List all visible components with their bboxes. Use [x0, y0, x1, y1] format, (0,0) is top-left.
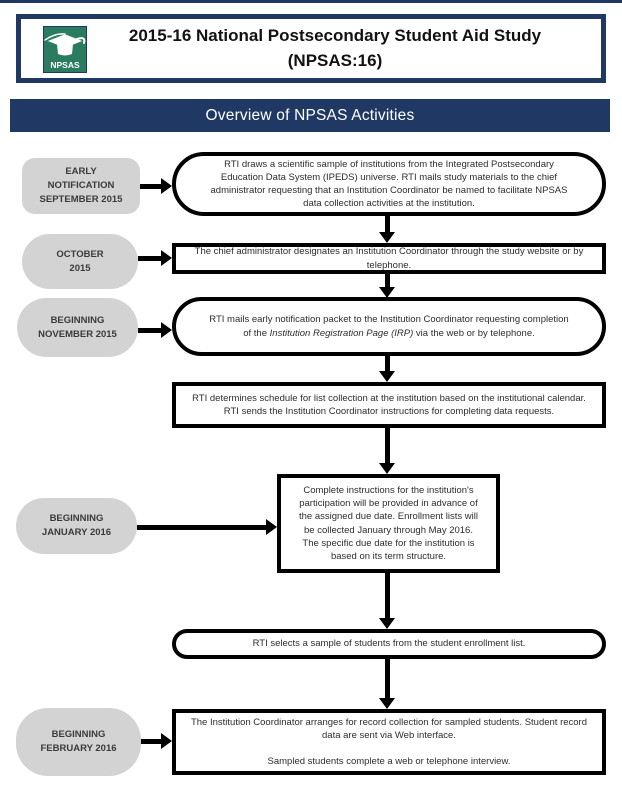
- arrow-down-2: [379, 274, 395, 298]
- step7-paragraph-gap: [191, 742, 587, 755]
- graduation-cap-icon: [44, 33, 86, 56]
- header-box: NPSAS 2015-16 National Postsecondary Stu…: [16, 14, 606, 83]
- arrow-down-6: [379, 659, 395, 709]
- arrow-down-1: [379, 216, 395, 243]
- arrow-right-7: [141, 733, 172, 749]
- step7-paragraph-1: The Institution Coordinator arranges for…: [190, 716, 588, 741]
- npsas-logo: NPSAS: [43, 26, 87, 73]
- document-title: 2015-16 National Postsecondary Student A…: [128, 25, 542, 70]
- step-box-institution-sampling: RTI draws a scientific sample of institu…: [172, 152, 606, 216]
- arrow-down-4: [379, 428, 395, 474]
- step-box-early-notification-packet: RTI mails early notification packet to t…: [172, 297, 606, 356]
- arrow-down-3: [379, 356, 395, 382]
- section-banner-title: Overview of NPSAS Activities: [205, 106, 415, 124]
- arrow-right-2: [138, 250, 172, 266]
- step7-paragraph-2: Sampled students complete a web or telep…: [267, 756, 511, 768]
- arrow-down-5: [379, 573, 395, 629]
- step3-irp-italic: Institution Registration Page (IRP): [269, 327, 414, 339]
- arrow-right-1: [140, 178, 172, 194]
- step-box-record-collection-interview: The Institution Coordinator arranges for…: [172, 709, 606, 775]
- section-banner: Overview of NPSAS Activities: [10, 99, 610, 132]
- top-border: [0, 0, 622, 3]
- step-box-enrollment-list-instructions: Complete instructions for the institutio…: [277, 474, 500, 573]
- arrow-right-3: [138, 322, 172, 338]
- step-box-list-collection-schedule: RTI determines schedule for list collect…: [172, 382, 606, 428]
- arrow-right-5: [137, 519, 277, 535]
- step3-line2: of the Institution Registration Page (IR…: [243, 327, 535, 339]
- step-box-student-sampling: RTI selects a sample of students from th…: [172, 629, 606, 659]
- step-box-coordinator-designation: The chief administrator designates an In…: [172, 243, 606, 274]
- logo-label: NPSAS: [50, 60, 80, 70]
- step3-line1: RTI mails early notification packet to t…: [209, 314, 569, 326]
